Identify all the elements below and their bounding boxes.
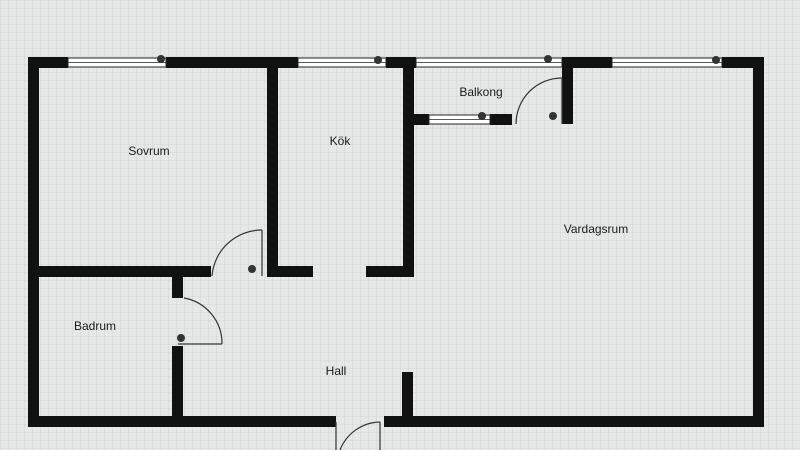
wall-top-1 [28,57,68,68]
window-handle-icon [374,56,382,64]
window-handle-icon [544,55,552,63]
door-badrum [177,297,223,345]
window-handle-icon [712,56,720,64]
window-sovrum [67,55,167,68]
wall-top-3 [386,57,416,68]
wall-badrum-upper [172,272,183,298]
wall-badrum-lower [172,346,183,422]
door-handle-icon [177,334,185,342]
wall-bottom-right [384,416,764,427]
room-label-vardagsrum: Vardagsrum [564,222,628,236]
wall-balkong-bottom-right [490,114,512,125]
wall-sovrum-kok [267,62,278,274]
window-balkong-top [415,55,563,68]
room-labels: Sovrum Kök Balkong Vardagsrum Badrum Hal… [74,85,628,378]
room-label-sovrum: Sovrum [128,144,169,158]
walls [28,57,764,427]
wall-kok-bottom-left [267,266,313,277]
window-handle-icon [478,112,486,120]
door-handle-icon [549,112,557,120]
doors [177,77,563,450]
wall-sovrum-badrum [28,266,211,277]
wall-kok-bottom-right [366,266,414,277]
room-label-badrum: Badrum [74,319,116,333]
room-label-kok: Kök [330,134,352,148]
wall-top-4 [562,57,612,68]
window-handle-icon [157,55,165,63]
wall-top-2 [166,57,298,68]
door-handle-icon [248,265,256,273]
room-label-balkong: Balkong [459,85,502,99]
door-sovrum [211,229,263,277]
wall-kok-vardagsrum [403,62,414,277]
door-balkong [515,77,563,125]
wall-balkong-bottom-stub [403,114,429,125]
window-vardagsrum [611,56,723,68]
wall-balkong-right [562,62,573,124]
window-balkong-inner [428,112,491,125]
window-kok [297,56,387,68]
wall-left [28,57,39,427]
wall-right [753,57,764,427]
windows [67,55,723,125]
wall-hall-stub [402,372,413,422]
room-label-hall: Hall [326,364,347,378]
door-entrance [335,421,381,450]
wall-top-5 [722,57,764,68]
